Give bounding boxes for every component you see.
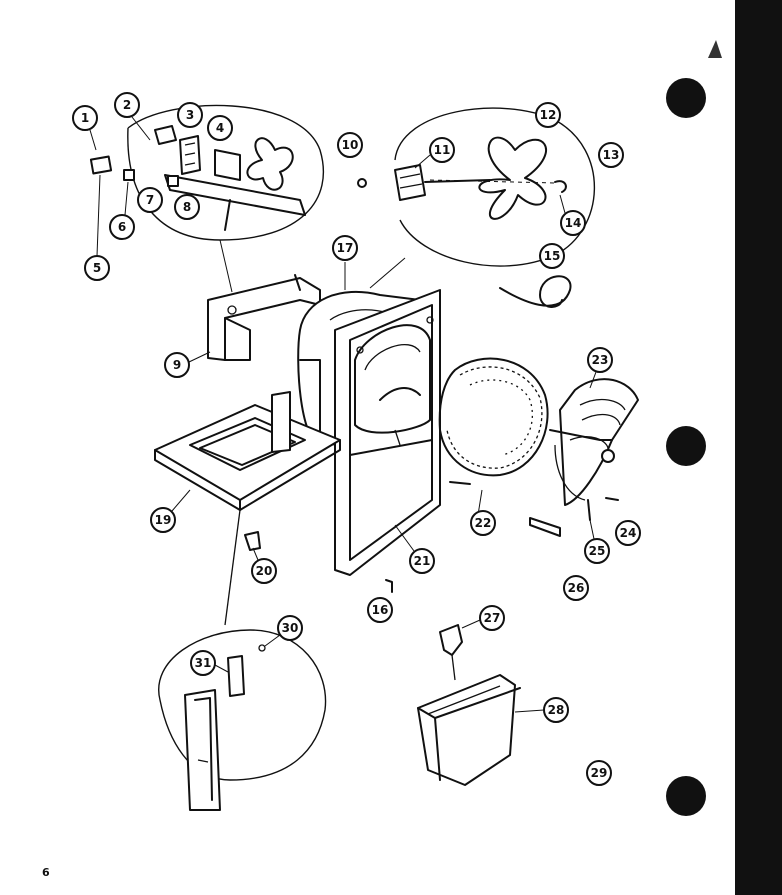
callout-24: 24	[615, 520, 641, 546]
svg-text:20: 20	[256, 564, 273, 578]
svg-text:29: 29	[591, 766, 608, 780]
callout-1: 1	[72, 105, 98, 151]
svg-text:23: 23	[592, 353, 609, 367]
clip	[244, 531, 261, 551]
callout-30: 30	[264, 615, 303, 647]
callout-3: 3	[177, 102, 203, 128]
callout-7: 7	[137, 187, 163, 213]
callout-25: 25	[584, 519, 610, 564]
callout-2: 2	[114, 92, 151, 141]
drain-pan	[529, 378, 639, 537]
callout-8: 8	[174, 194, 200, 220]
svg-text:7: 7	[146, 193, 154, 207]
callout-21: 21	[394, 524, 435, 574]
callout-29: 29	[586, 760, 612, 786]
bucket	[417, 624, 521, 786]
callout-5: 5	[84, 174, 110, 281]
svg-text:4: 4	[216, 121, 224, 135]
punch-hole	[666, 78, 706, 118]
binder-edge	[735, 0, 782, 895]
fan-shroud-housing	[297, 262, 441, 576]
callout-23: 23	[587, 347, 613, 389]
page-number: 6	[42, 866, 50, 879]
svg-text:25: 25	[589, 544, 606, 558]
svg-text:28: 28	[548, 703, 565, 717]
svg-text:15: 15	[544, 249, 561, 263]
svg-text:1: 1	[81, 111, 89, 125]
callout-16: 16	[367, 597, 393, 623]
thermostat-detail	[158, 629, 327, 811]
callout-6: 6	[109, 181, 135, 240]
callout-26: 26	[563, 575, 589, 601]
svg-text:16: 16	[372, 603, 389, 617]
svg-text:3: 3	[186, 108, 194, 122]
svg-text:24: 24	[620, 526, 637, 540]
screw	[385, 579, 393, 593]
svg-text:10: 10	[342, 138, 359, 152]
svg-text:8: 8	[183, 200, 191, 214]
callout-22: 22	[470, 510, 496, 536]
callout-13: 13	[598, 142, 624, 168]
callout-31: 31	[190, 650, 229, 676]
base-plate	[154, 391, 341, 626]
leader-line	[369, 257, 406, 289]
svg-text:5: 5	[93, 261, 101, 275]
callout-15: 15	[539, 243, 565, 269]
svg-text:21: 21	[414, 554, 431, 568]
callout-17: 17	[332, 235, 358, 261]
fan-bracket-detail	[89, 104, 325, 241]
svg-text:22: 22	[475, 516, 492, 530]
punch-hole	[666, 776, 706, 816]
callout-11: 11	[414, 137, 455, 169]
svg-text:14: 14	[565, 216, 582, 230]
svg-text:6: 6	[118, 220, 126, 234]
svg-text:31: 31	[195, 656, 212, 670]
svg-text:19: 19	[155, 513, 172, 527]
callout-19: 19	[150, 489, 191, 533]
callout-12: 12	[535, 102, 561, 128]
mounting-bracket	[207, 239, 321, 361]
svg-text:12: 12	[540, 108, 557, 122]
callout-10: 10	[337, 132, 363, 158]
svg-text:9: 9	[173, 358, 181, 372]
svg-text:2: 2	[123, 98, 131, 112]
callout-4: 4	[207, 115, 233, 141]
wire-hook	[499, 275, 572, 308]
heater-coil	[438, 357, 549, 516]
callout-20: 20	[251, 547, 277, 584]
punch-hole	[666, 426, 706, 466]
callout-9: 9	[164, 351, 211, 378]
svg-text:26: 26	[568, 581, 585, 595]
callout-28: 28	[514, 697, 569, 723]
svg-text:27: 27	[484, 611, 501, 625]
svg-text:11: 11	[434, 143, 451, 157]
callout-14: 14	[559, 194, 586, 236]
callout-27: 27	[461, 605, 505, 631]
corner-mark	[708, 40, 722, 58]
motor-fan-detail	[357, 107, 596, 267]
svg-text:17: 17	[337, 241, 354, 255]
svg-text:13: 13	[603, 148, 620, 162]
svg-text:30: 30	[282, 621, 299, 635]
